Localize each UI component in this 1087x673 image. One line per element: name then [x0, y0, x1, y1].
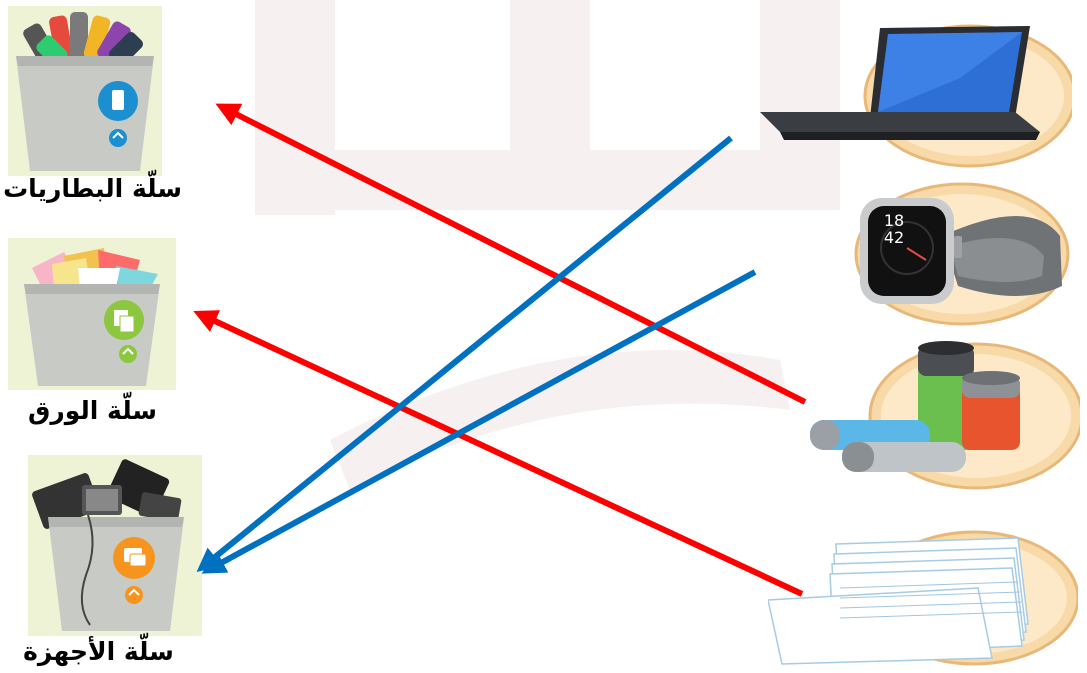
arrow-watch-to-devices-bin	[210, 272, 755, 569]
